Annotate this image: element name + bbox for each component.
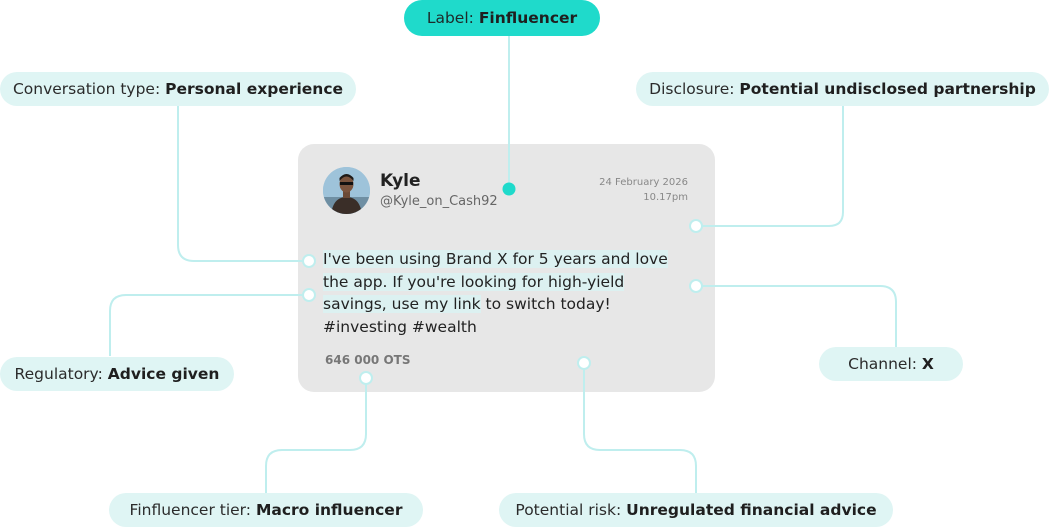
channel-pill: Channel: X (819, 347, 963, 381)
pill-value: Unregulated financial advice (626, 501, 877, 519)
connector-regulatory (109, 294, 309, 356)
author-name: Kyle (380, 171, 421, 191)
connector-disclosure (696, 106, 844, 227)
label-pill: Label: Finfluencer (404, 0, 600, 36)
pill-key: Label: (426, 9, 474, 27)
post-time: 10.17pm (643, 192, 688, 203)
pill-value: Macro influencer (255, 501, 403, 519)
social-post-card: Kyle @Kyle_on_Cash92 24 February 2026 10… (298, 144, 715, 392)
post-text-highlight: savings, use my link (323, 295, 481, 313)
pill-value: X (921, 355, 934, 373)
pill-key: Regulatory: (14, 365, 103, 383)
finfluencer-tier-pill: Finfluencer tier: Macro influencer (109, 493, 423, 527)
pill-value: Personal experience (165, 80, 344, 98)
post-hashtags: #investing #wealth (323, 317, 477, 336)
pill-key: Potential risk: (515, 501, 622, 519)
post-date: 24 February 2026 (599, 177, 688, 188)
avatar-portrait-icon (323, 167, 370, 214)
connector-conversation-type (177, 106, 309, 262)
post-views: 646 000 OTS (325, 353, 411, 367)
post-text: I've been using Brand X for 5 years and … (323, 248, 683, 338)
regulatory-pill: Regulatory: Advice given (0, 357, 234, 391)
post-text-highlight: I've been using Brand X for 5 years and … (323, 250, 668, 268)
post-text-highlight: the app. If you're looking for high-yiel… (323, 272, 625, 291)
conversation-type-pill: Conversation type: Personal experience (0, 72, 356, 106)
connector-finfluencer-tier (265, 378, 367, 493)
disclosure-pill: Disclosure: Potential undisclosed partne… (636, 72, 1049, 106)
author-handle: @Kyle_on_Cash92 (380, 194, 498, 209)
pill-key: Channel: (848, 355, 917, 373)
pill-key: Disclosure: (649, 80, 735, 98)
connector-channel (696, 285, 897, 347)
pill-key: Conversation type: (12, 80, 161, 98)
potential-risk-pill: Potential risk: Unregulated financial ad… (499, 493, 893, 527)
avatar (323, 167, 370, 214)
pill-value: Finfluencer (478, 9, 578, 27)
pill-value: Advice given (107, 365, 220, 383)
pill-key: Finfluencer tier: (129, 501, 251, 519)
pill-value: Potential undisclosed partnership (739, 80, 1036, 98)
post-text-segment: to switch today! (480, 295, 611, 313)
